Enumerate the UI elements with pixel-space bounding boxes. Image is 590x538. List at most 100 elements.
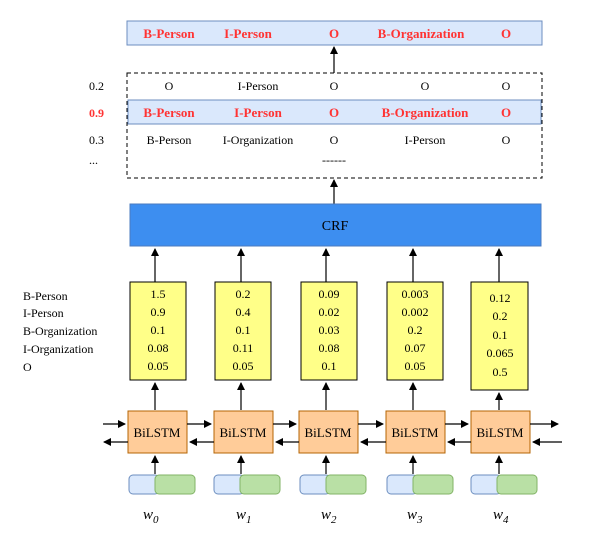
word-subscript: 1 xyxy=(246,514,252,526)
word-embedding xyxy=(299,474,367,495)
score-value: 0.08 xyxy=(148,341,169,355)
score-value: 0.9 xyxy=(151,305,166,319)
word-label: w2 xyxy=(321,507,337,526)
word-labels: w0 w1 w2 w3 w4 xyxy=(143,507,509,526)
score-value: 0.065 xyxy=(487,346,514,360)
output-sequence: B-Person I-Person O B-Organization O xyxy=(126,20,543,46)
bilstm-cell xyxy=(213,410,274,454)
score-value: 0.1 xyxy=(493,328,508,342)
candidate-sequences: 0.2 O I-Person O O O 0.9 B-Person I-Pers… xyxy=(89,72,543,179)
word-vector xyxy=(325,474,367,495)
candidates-dashed-box xyxy=(126,72,543,179)
tag-label: O xyxy=(23,360,32,374)
emission-column: 0.12 0.2 0.1 0.065 0.5 xyxy=(470,248,529,391)
word-label: w0 xyxy=(143,507,159,526)
word-vector xyxy=(239,474,281,495)
word-vector xyxy=(496,474,538,495)
candidate-row-best: 0.9 B-Person I-Person O B-Organization O xyxy=(89,99,542,125)
word-label: w1 xyxy=(236,507,252,526)
word-base: w xyxy=(236,507,246,523)
score-value: 0.05 xyxy=(405,359,426,373)
candidate-more-tag: ------ xyxy=(322,153,346,167)
score-box xyxy=(129,281,187,381)
candidate-tag: I-Person xyxy=(238,79,279,93)
candidate-tag: O xyxy=(502,133,511,147)
tag-label: I-Organization xyxy=(23,342,93,356)
emission-column: 1.5 0.9 0.1 0.08 0.05 xyxy=(129,248,187,381)
output-tag: B-Person xyxy=(143,26,195,41)
candidate-tag: O xyxy=(330,79,339,93)
score-value: 0.2 xyxy=(493,309,508,323)
word-embedding xyxy=(128,474,196,495)
output-tag: I-Person xyxy=(224,26,272,41)
score-value: 0.1 xyxy=(151,323,166,337)
candidate-tag: I-Person xyxy=(405,133,446,147)
candidate-tag: O xyxy=(165,79,174,93)
score-value: 0.003 xyxy=(402,287,429,301)
candidate-row: 0.3 B-Person I-Organization O I-Person O xyxy=(89,133,511,147)
candidate-tag: O xyxy=(329,105,339,120)
crf-label: CRF xyxy=(322,219,349,234)
word-subscript: 4 xyxy=(503,514,509,526)
bilstm-cell xyxy=(470,410,531,454)
word-embeddings xyxy=(128,474,538,495)
score-value: 0.09 xyxy=(319,287,340,301)
bilstm-label: BiLSTM xyxy=(477,425,524,440)
candidate-tag: I-Person xyxy=(234,105,282,120)
best-candidate-box xyxy=(127,99,542,125)
score-value: 0.05 xyxy=(148,359,169,373)
candidate-tag: O xyxy=(501,105,511,120)
crf-layer: CRF xyxy=(129,203,542,247)
word-subscript: 0 xyxy=(153,514,159,526)
tag-legend: B-Person I-Person B-Organization I-Organ… xyxy=(23,289,97,374)
score-value: 0.08 xyxy=(319,341,340,355)
score-box xyxy=(300,281,358,381)
word-embedding xyxy=(386,474,454,495)
bilstm-label: BiLSTM xyxy=(392,425,439,440)
emission-column: 0.09 0.02 0.03 0.08 0.1 xyxy=(300,248,358,381)
score-value: 0.05 xyxy=(233,359,254,373)
word-base: w xyxy=(143,507,153,523)
score-value: 0.1 xyxy=(322,359,337,373)
candidate-tag: B-Person xyxy=(143,105,195,120)
candidate-tag: O xyxy=(502,79,511,93)
bilstm-layer: BiLSTM BiLSTM BiLSTM BiLSTM BiLSTM xyxy=(127,410,531,454)
score-box xyxy=(386,281,444,381)
score-value: 0.2 xyxy=(236,287,251,301)
output-tag: O xyxy=(329,26,339,41)
word-label: w3 xyxy=(407,507,423,526)
bilstm-label: BiLSTM xyxy=(305,425,352,440)
output-box xyxy=(126,20,543,46)
word-subscript: 2 xyxy=(331,514,337,526)
emission-column: 0.003 0.002 0.2 0.07 0.05 xyxy=(386,248,444,381)
score-value: 0.1 xyxy=(236,323,251,337)
score-value: 0.2 xyxy=(408,323,423,337)
word-vector xyxy=(154,474,196,495)
word-base: w xyxy=(321,507,331,523)
score-value: 0.02 xyxy=(319,305,340,319)
score-value: 0.03 xyxy=(319,323,340,337)
bilstm-label: BiLSTM xyxy=(134,425,181,440)
word-embedding xyxy=(213,474,281,495)
candidate-score: 0.2 xyxy=(89,79,104,93)
score-box xyxy=(470,281,529,391)
output-tag: O xyxy=(501,26,511,41)
candidate-tag: B-Person xyxy=(147,133,192,147)
bilstm-cell xyxy=(385,410,446,454)
score-value: 0.11 xyxy=(233,341,254,355)
score-value: 0.002 xyxy=(402,305,429,319)
score-value: 0.12 xyxy=(490,291,511,305)
bilstm-label: BiLSTM xyxy=(220,425,267,440)
output-tag: B-Organization xyxy=(378,26,465,41)
candidate-tag: I-Organization xyxy=(223,133,293,147)
bilstm-cell xyxy=(127,410,188,454)
word-subscript: 3 xyxy=(416,514,423,526)
bilstm-cell xyxy=(298,410,359,454)
score-value: 0.5 xyxy=(493,365,508,379)
word-base: w xyxy=(493,507,503,523)
score-value: 0.07 xyxy=(405,341,426,355)
candidate-more-score: ... xyxy=(89,153,98,167)
tag-label: I-Person xyxy=(23,306,64,320)
word-embedding xyxy=(470,474,538,495)
